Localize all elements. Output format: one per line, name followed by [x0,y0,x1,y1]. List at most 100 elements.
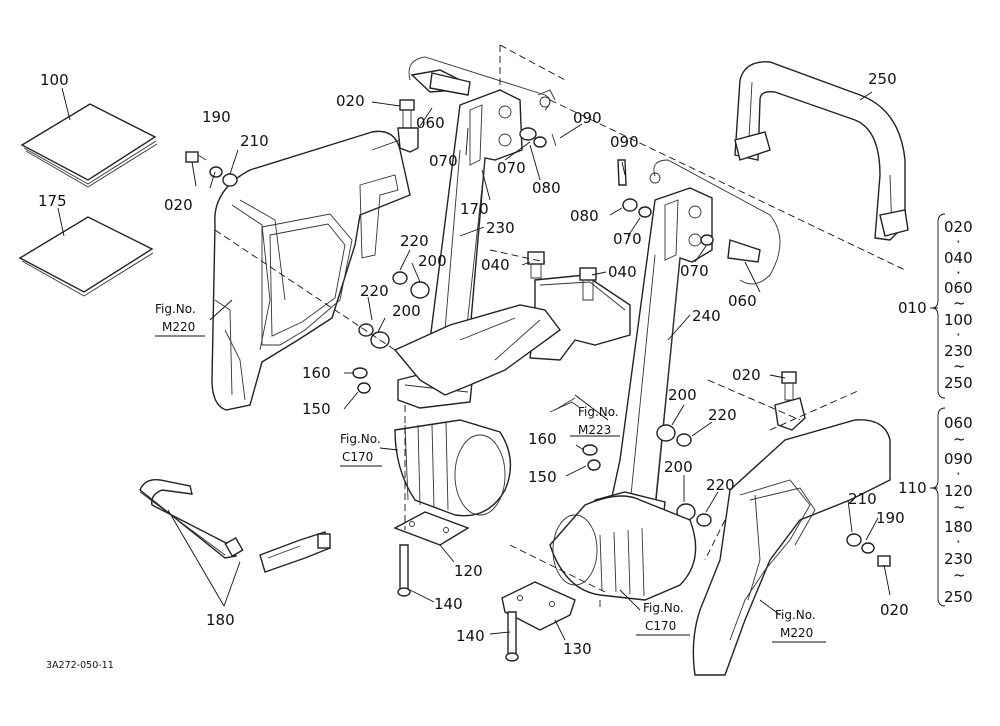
washers-left [519,127,557,148]
bolt-020-top [399,99,415,131]
pin-assembly-right [617,159,781,285]
svg-text:C170: C170 [645,619,676,633]
label-040-right: 040 [608,263,637,281]
bushings-right [656,424,712,527]
label-080-right: 080 [570,207,599,225]
fig-ref-m223: Fig.No. M223 [549,397,620,437]
fig-ref-m220-right: Fig.No. M220 [772,608,826,643]
label-150-left: 150 [302,400,331,418]
seat-mount-frame [393,274,631,396]
svg-text:·: · [956,533,961,551]
svg-text:Fig.No.: Fig.No. [578,405,619,419]
svg-text:Fig.No.: Fig.No. [155,302,196,316]
bolt-140-left [397,544,411,597]
label-070-left-b: 070 [497,159,526,177]
svg-text:C170: C170 [342,450,373,464]
label-140-left: 140 [434,595,463,613]
svg-text:Fig.No.: Fig.No. [643,601,684,615]
svg-text:010: 010 [898,299,927,317]
fig-ref-c170-left: Fig.No. C170 [340,432,382,467]
svg-text:~: ~ [953,357,966,375]
label-170: 170 [460,200,489,218]
label-210-right: 210 [848,490,877,508]
svg-text:250: 250 [944,374,973,392]
label-020-right-bottom: 020 [880,601,909,619]
svg-text:180: 180 [944,518,973,536]
bolt-140-right [505,611,519,662]
label-200-left-a: 200 [418,252,447,270]
label-140-right: 140 [456,627,485,645]
svg-text:040: 040 [944,249,973,267]
svg-text:M223: M223 [578,423,611,437]
svg-text:060: 060 [944,279,973,297]
assembly-group-110: 110 060 ~ 090 · 120 ~ 180 · 230 ~ 250 [898,407,973,607]
label-190-right: 190 [876,509,905,527]
label-220-right-b: 220 [706,476,735,494]
svg-text:·: · [956,264,961,282]
svg-text:·: · [956,326,961,344]
bolt-040-right [579,267,597,301]
label-020-top: 020 [336,92,365,110]
label-060-right: 060 [728,292,757,310]
nut-150-160-right [582,444,601,471]
bracket-right [774,397,806,431]
label-200-left-b: 200 [392,302,421,320]
retractor-left [394,419,512,517]
svg-text:~: ~ [953,566,966,584]
label-090-left: 090 [573,109,602,127]
label-070-left-a: 070 [429,152,458,170]
svg-text:090: 090 [944,450,973,468]
svg-text:~: ~ [953,430,966,448]
label-020-right-top: 020 [732,366,761,384]
seat-belt-180 [139,479,331,573]
washers-right-fender [846,533,891,567]
rops-top-bar [734,61,909,241]
washers-left-fender [185,151,238,187]
label-120: 120 [454,562,483,580]
label-220-left-a: 220 [400,232,429,250]
washers-right [622,198,714,246]
manual-100 [20,103,158,188]
label-070-right-a: 070 [613,230,642,248]
label-210-left: 210 [240,132,269,150]
svg-text:~: ~ [953,498,966,516]
nut-150-160-left [352,367,371,394]
label-040-left: 040 [481,256,510,274]
bracket-left-top [397,127,419,153]
label-150-right: 150 [528,468,557,486]
label-100: 100 [40,71,69,89]
label-160-left: 160 [302,364,331,382]
label-230: 230 [486,219,515,237]
plate-120 [393,511,470,546]
label-180: 180 [206,611,235,629]
assembly-group-010: 010 020 · 040 · 060 ~ 100 · 230 ~ 250 [898,213,973,399]
label-220-left-b: 220 [360,282,389,300]
svg-text:~: ~ [953,294,966,312]
label-090-right: 090 [610,133,639,151]
svg-text:230: 230 [944,342,973,360]
svg-text:M220: M220 [162,320,195,334]
svg-text:060: 060 [944,414,973,432]
label-200-right-b: 200 [664,458,693,476]
label-240: 240 [692,307,721,325]
svg-text:230: 230 [944,550,973,568]
pin-assembly-left [408,56,556,111]
label-070-right-b: 070 [680,262,709,280]
label-160-right: 160 [528,430,557,448]
svg-text:M220: M220 [780,626,813,640]
plate-130 [501,581,576,631]
label-080-left: 080 [532,179,561,197]
label-190-left: 190 [202,108,231,126]
left-fender [211,130,411,411]
svg-text:120: 120 [944,482,973,500]
svg-text:250: 250 [944,588,973,606]
label-175: 175 [38,192,67,210]
svg-text:·: · [956,233,961,251]
fig-ref-c170-right: Fig.No. C170 [636,601,690,636]
bolt-020-right [781,371,797,401]
label-220-right-a: 220 [708,406,737,424]
svg-text:Fig.No.: Fig.No. [775,608,816,622]
document-code: 3A272-050-11 [46,660,114,671]
label-020-left: 020 [164,196,193,214]
